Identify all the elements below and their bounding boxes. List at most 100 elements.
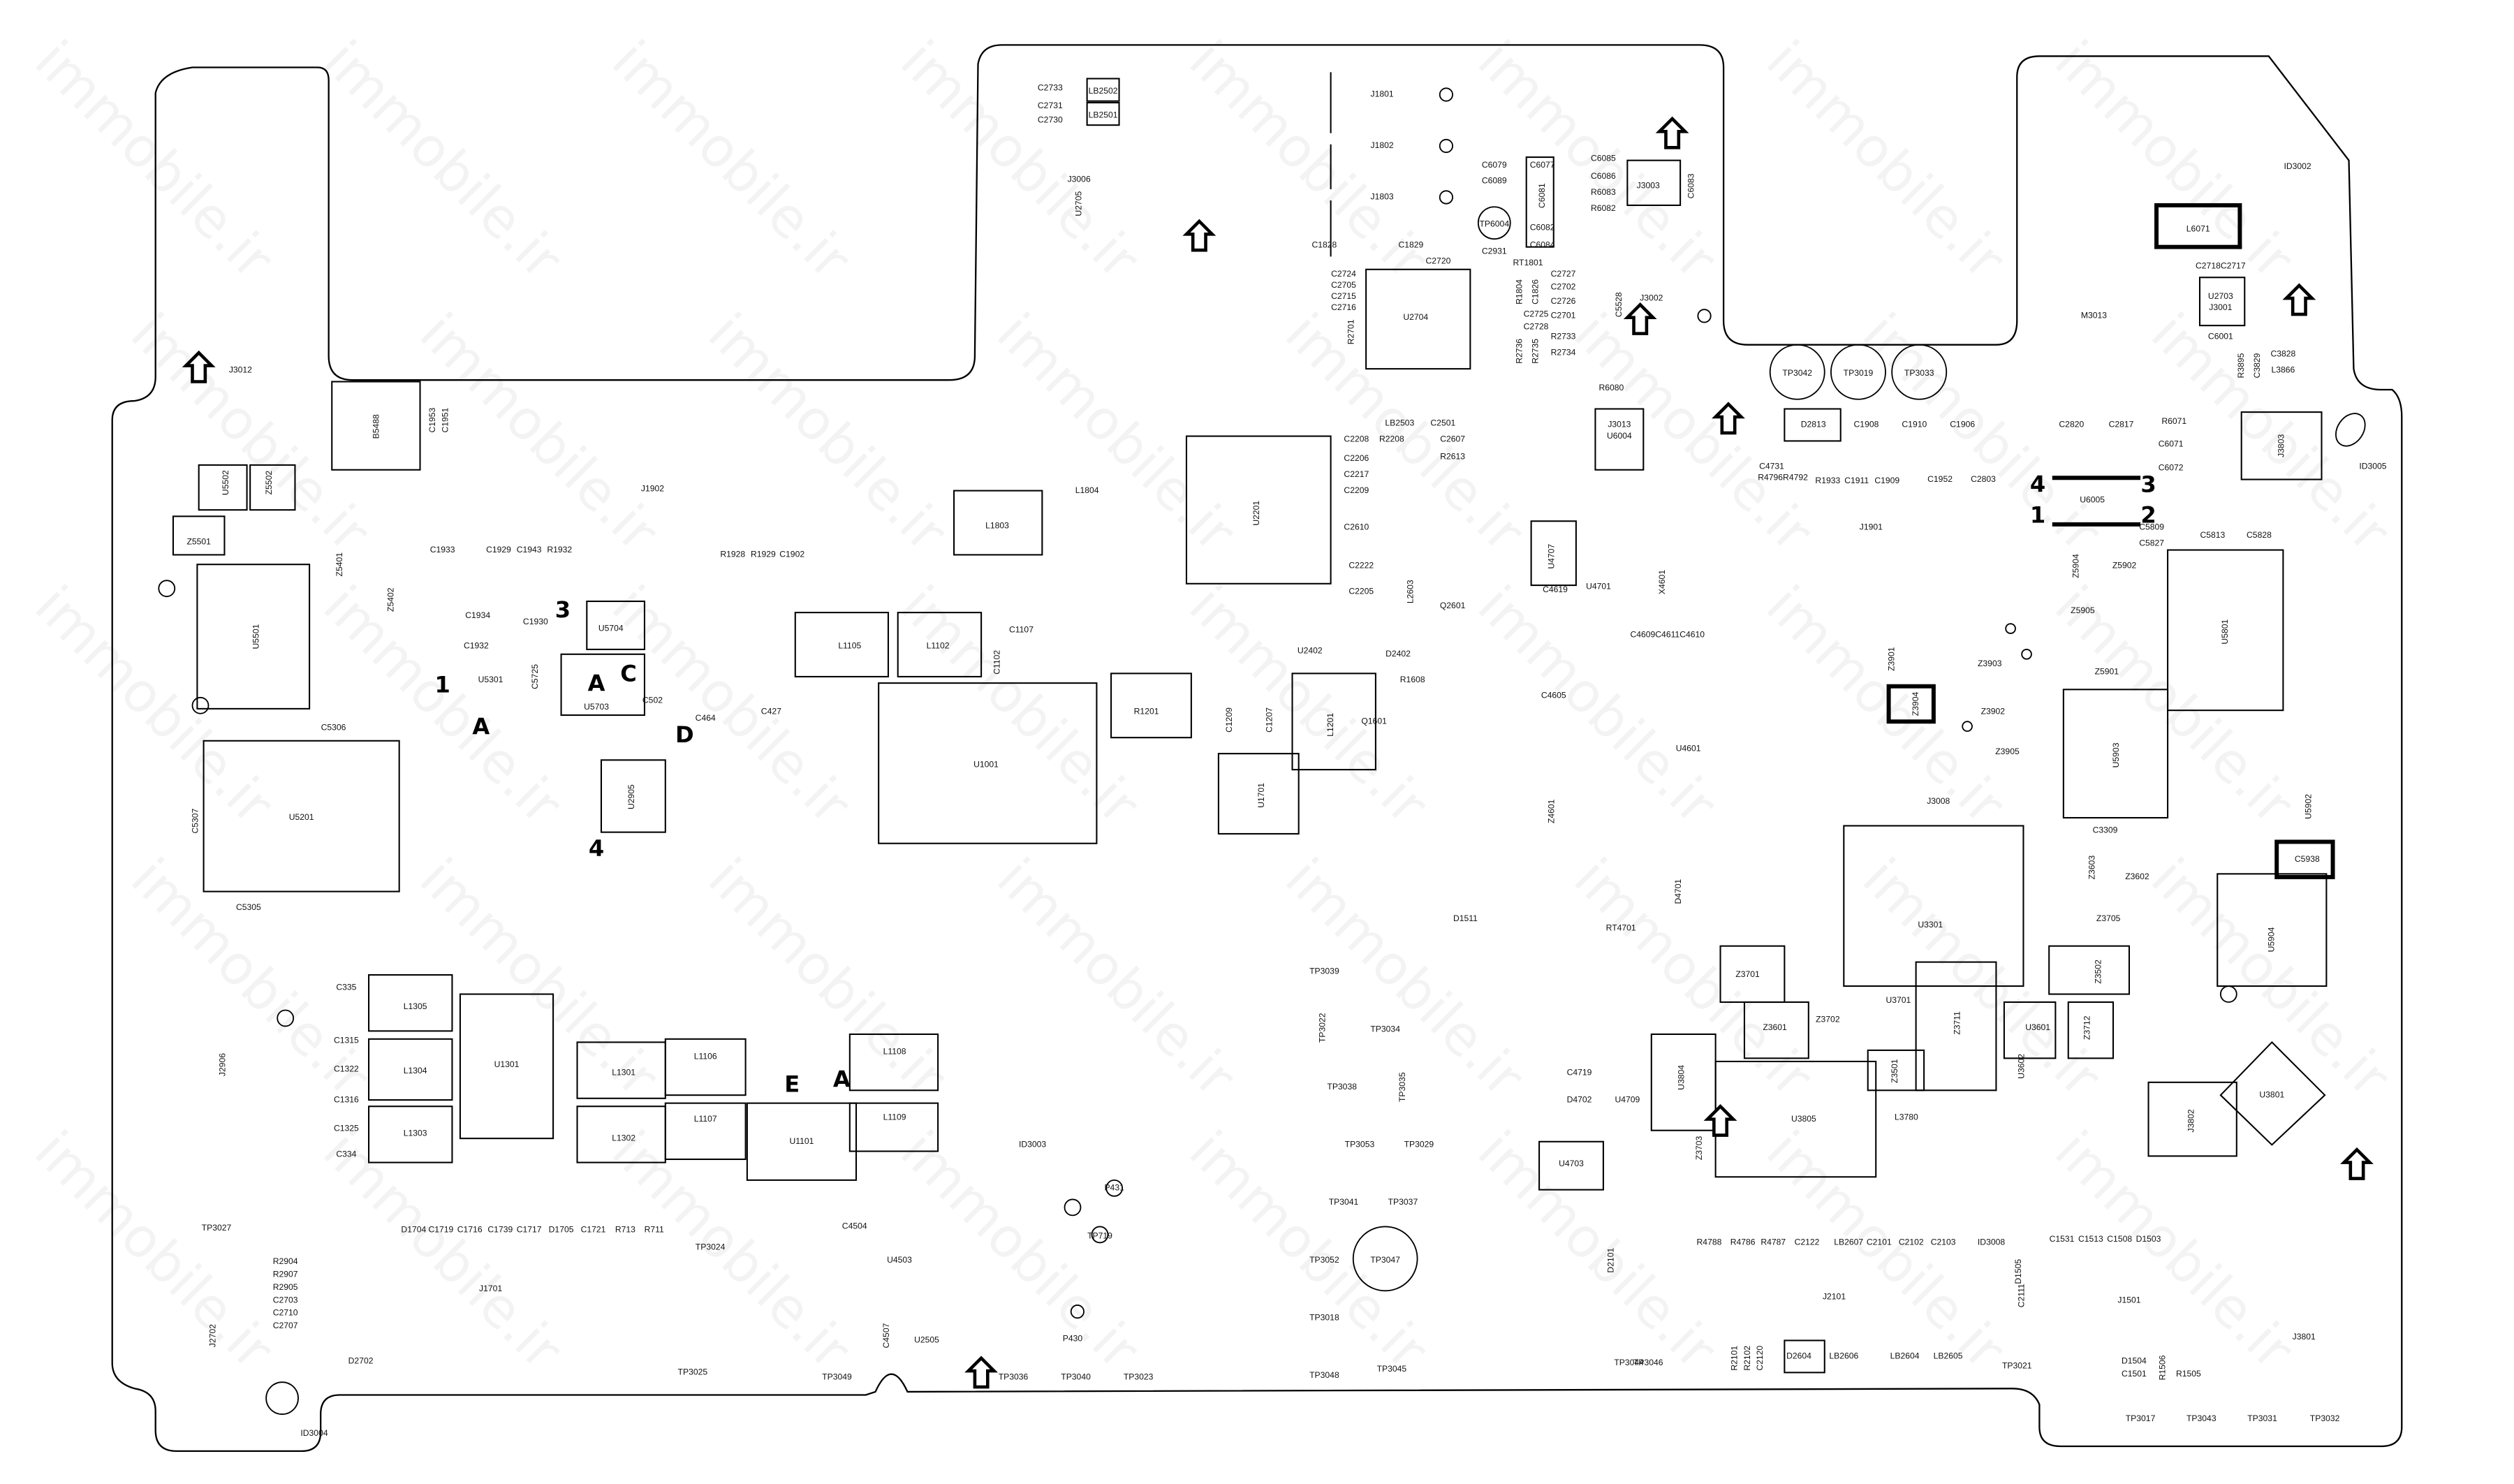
component-outline [203,740,400,892]
component-outline [576,1105,666,1163]
component-label: Z3903 [1978,659,2002,668]
component-label: L2603 [1406,580,1416,603]
component-outline [1291,673,1376,771]
component-label: R2736 [1515,339,1524,364]
component-label: D1503 [2136,1234,2161,1244]
watermark-text: immobile.ir [311,29,574,292]
component-label: C2705 [1331,280,1356,290]
component-label: C1501 [2122,1369,2147,1379]
component-label: L1102 [927,641,950,651]
component-label: Z5904 [2071,554,2080,578]
component-label: J2101 [1823,1292,1846,1302]
component-label: D1505 [2013,1259,2023,1284]
component-label: C1107 [1009,625,1034,635]
component-outline [1217,753,1300,835]
component-outline [368,1105,453,1163]
component-label: J2906 [217,1053,227,1076]
component-label: C2725 [1524,309,1549,318]
component-label: R1932 [547,545,572,554]
component-label: LB2503 [1385,418,1414,427]
component-outline [2240,411,2323,480]
component-label: C2501 [1430,418,1455,427]
component-label: LB2604 [1890,1351,1920,1361]
component-label: C2120 [1755,1346,1765,1371]
component-label: U2402 [1298,645,1323,655]
component-label: C5307 [190,808,200,833]
component-outline [664,1038,747,1096]
watermark-text: immobile.ir [1177,1119,1440,1382]
component-label: C2724 [1331,269,1356,279]
component-label: LB2607 [1834,1237,1863,1247]
component-label: J1701 [479,1284,502,1293]
component-outline [1743,1001,1809,1059]
component-outline [172,515,226,556]
component-label: L1305 [404,1001,427,1011]
component-outline [368,974,453,1032]
component-label: L1109 [883,1112,906,1122]
component-outline [878,682,1098,844]
component-label: U5201 [289,812,314,822]
watermark-text: immobile.ir [1754,29,2017,292]
component-label: J3802 [2186,1109,2196,1132]
component-label: U3301 [1918,920,1943,930]
component-label: C2718C2717 [2196,260,2246,270]
watermark-text: immobile.ir [985,847,1247,1110]
component-label: C2217 [1344,469,1369,479]
component-outline [1525,156,1554,248]
component-outline [1530,520,1577,587]
component-label: Z3902 [1981,707,2006,717]
component-outline [1086,101,1120,126]
component-outline [2067,1001,2115,1059]
component-outline [2217,873,2328,987]
component-label: TP3019 [1844,368,1874,378]
component-label: U5902 [2303,794,2313,819]
component-label: U2703 [2208,291,2233,301]
test-point-circle [1891,344,1948,400]
component-outline [1843,825,2024,987]
component-label: R4796R4792 [1758,472,1808,482]
component-label: R3895 [2236,353,2246,378]
test-point-circle [2219,985,2237,1003]
test-point-circle [2021,648,2032,660]
test-point-circle [1477,206,1511,240]
test-point-circle [1352,1226,1418,1292]
watermark-text: immobile.ir [1177,574,1440,837]
component-label: C5305 [236,902,261,912]
component-outline [576,1041,666,1099]
component-label: L1302 [612,1133,635,1143]
component-label: C1932 [464,641,489,651]
component-label: C2720 [1426,256,1451,266]
watermark-text: immobile.ir [600,574,862,837]
test-point-circle [265,1381,299,1415]
component-label: C1322 [334,1064,359,1074]
component-label: C1315 [334,1035,359,1045]
watermark-text: immobile.ir [22,574,285,837]
component-outline [196,564,311,710]
component-label: Z5401 [335,552,344,577]
component-label: C1952 [1927,474,1953,484]
component-label: TP3041 [1329,1197,1359,1207]
component-label: D4702 [1567,1094,1592,1104]
component-label: LB2606 [1829,1351,1858,1361]
component-label: C2610 [1344,522,1369,532]
orientation-arrows [182,116,2374,1389]
component-label: U2505 [914,1335,939,1345]
component-label: C2222 [1348,561,1374,571]
component-label: C1909 [1874,476,1899,485]
component-label: ID3008 [1978,1237,2005,1247]
component-label: C6079 [1482,160,1507,170]
component-label: C5938 [2295,854,2320,864]
pin-marker: 1 [2030,501,2045,528]
component-label: TP3046 [1633,1358,1663,1367]
component-label: C1721 [581,1224,606,1234]
up-arrow-icon [1182,219,1216,252]
component-outline [1185,435,1332,585]
watermark-text: immobile.ir [1466,1119,1728,1382]
component-label: C6077 [1530,160,1555,170]
component-outline [1086,78,1120,102]
test-point-circle [1439,190,1454,205]
component-label: J3803 [2276,434,2286,457]
test-point-circles [158,87,2366,1415]
mounting-hole [2335,413,2366,447]
component-label: Z3702 [1816,1014,1840,1024]
